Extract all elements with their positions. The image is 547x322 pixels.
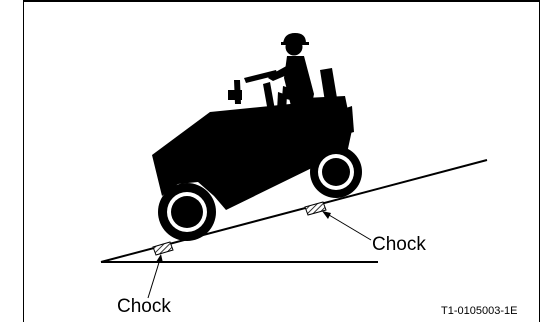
figure-code: T1-0105003-1E	[441, 305, 518, 317]
operator-icon	[268, 33, 314, 133]
chock-label-rear: Chock	[372, 234, 426, 255]
figure-frame	[23, 0, 540, 322]
front-chock-leader	[147, 255, 162, 299]
vehicle-icon	[152, 33, 362, 241]
front-chock-icon	[152, 241, 174, 256]
chock-label-front: Chock	[117, 296, 171, 317]
rear-chock-icon	[304, 201, 327, 216]
rear-chock-leader	[323, 211, 372, 241]
